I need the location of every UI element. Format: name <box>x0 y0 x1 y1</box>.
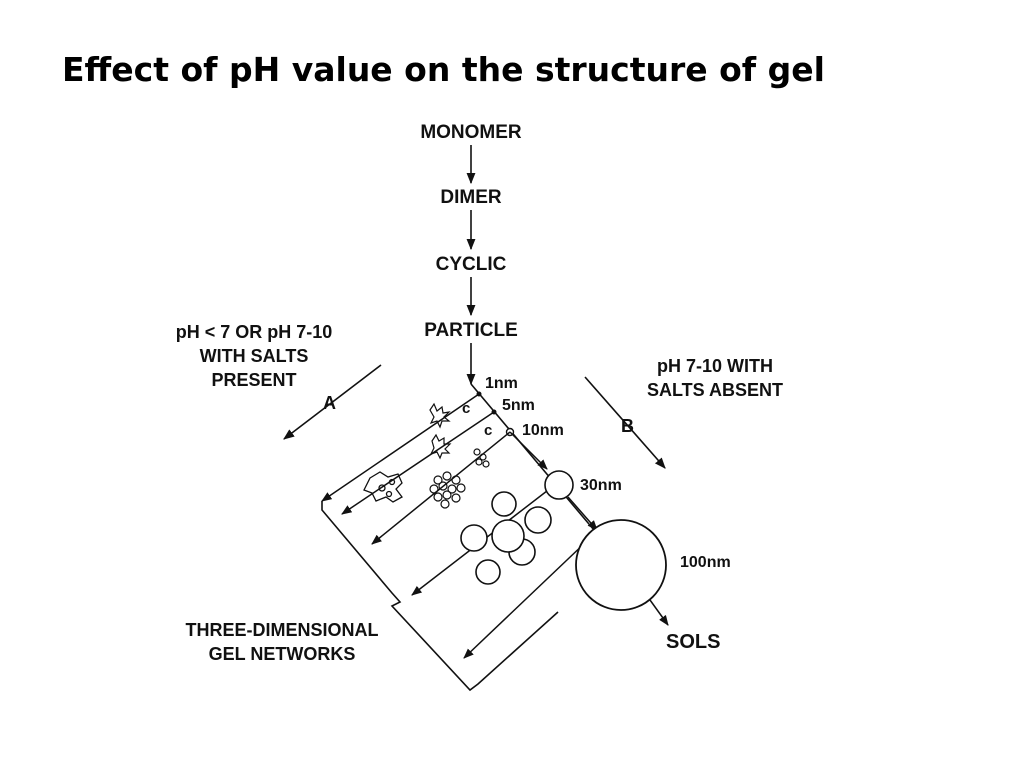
slide-title: Effect of pH value on the structure of g… <box>62 50 825 89</box>
gel-arrow-2 <box>341 411 495 515</box>
monomer-label: MONOMER <box>420 122 522 143</box>
branch-a-arrow <box>283 364 382 440</box>
size-label-30nm: 30nm <box>580 477 622 494</box>
gel-arrow-1 <box>321 393 480 502</box>
branch-b-marker: B <box>621 416 634 436</box>
dimer-label: DIMER <box>440 187 502 208</box>
particle-label: PARTICLE <box>424 320 518 341</box>
gel-networks-label-2: GEL NETWORKS <box>209 644 356 664</box>
aggregate-branched <box>363 471 403 503</box>
branch-b-condition-2: SALTS ABSENT <box>647 380 783 400</box>
condensation-mark-1: c <box>462 400 470 417</box>
gel-arrow-3 <box>371 431 511 545</box>
aggregate-small-1 <box>429 402 451 429</box>
branch-a-condition-3: PRESENT <box>211 370 296 390</box>
particle-100nm <box>575 519 667 611</box>
aggregate-small-3 <box>473 448 490 468</box>
size-label-5nm: 5nm <box>502 397 535 414</box>
size-label-100nm: 100nm <box>680 554 731 571</box>
size-label-1nm: 1nm <box>485 375 518 392</box>
branch-b-arrow <box>584 376 666 469</box>
gel-arrow-5 <box>463 539 589 659</box>
aggregate-large-cluster <box>429 471 466 509</box>
branch-a-condition-1: pH < 7 OR pH 7-10 <box>176 322 333 342</box>
size-label-10nm: 10nm <box>522 422 564 439</box>
sols-label: SOLS <box>666 631 720 653</box>
sol-arrow-to-sols <box>649 599 669 626</box>
gel-networks-label-1: THREE-DIMENSIONAL <box>186 620 379 640</box>
aggregate-blob-chain <box>460 491 552 585</box>
sol-arrow-to-100nm <box>567 496 598 531</box>
condensation-mark-2: c <box>484 422 492 439</box>
branch-a-marker: A <box>323 393 336 413</box>
cyclic-label: CYCLIC <box>436 254 507 275</box>
gel-bracket <box>321 501 559 692</box>
particle-30nm <box>544 470 574 500</box>
branch-a-condition-2: WITH SALTS <box>200 346 309 366</box>
growth-diagonal <box>470 383 595 531</box>
branch-b-condition-1: pH 7-10 WITH <box>657 356 773 376</box>
sol-arrow-to-30nm <box>509 431 548 470</box>
aggregate-small-2 <box>429 433 452 460</box>
